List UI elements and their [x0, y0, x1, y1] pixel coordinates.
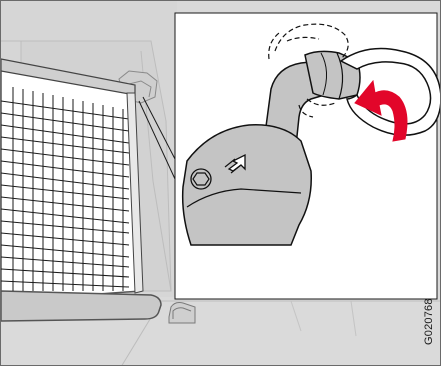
screw-icon	[191, 169, 211, 189]
detail-inset	[175, 13, 441, 299]
figure-reference-code: G020768	[423, 298, 435, 345]
net-bottom-bar	[1, 291, 161, 321]
